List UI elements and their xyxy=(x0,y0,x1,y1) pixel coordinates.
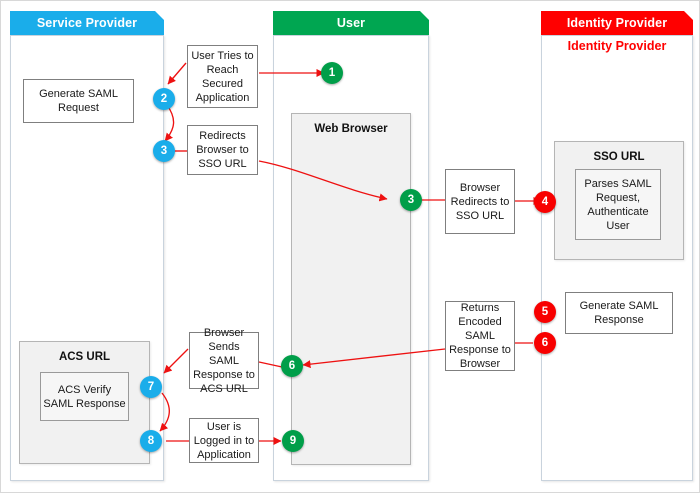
box-user-tries-to-reach: User Tries to Reach Secured Application xyxy=(187,45,258,108)
box-generate-saml-request: Generate SAML Request xyxy=(23,79,134,123)
lane-header-user: User xyxy=(273,11,429,35)
box-redirects-browser-to-sso: Redirects Browser to SSO URL xyxy=(187,125,258,175)
box-parses-saml-request: Parses SAML Request, Authenticate User xyxy=(575,169,661,240)
box-browser-sends-saml-response: Browser Sends SAML Response to ACS URL xyxy=(189,327,259,395)
step-3-user-badge: 3 xyxy=(400,189,422,211)
lane-header-identity-provider: Identity Provider xyxy=(541,11,693,35)
panel-web-browser: Web Browser xyxy=(291,113,411,465)
panel-title-acs-url: ACS URL xyxy=(58,351,111,363)
step-6-user-badge: 6 xyxy=(281,355,303,377)
fold-corner-icon xyxy=(155,11,164,20)
box-returns-encoded-saml-response: Returns Encoded SAML Response to Browser xyxy=(445,301,515,371)
identity-provider-sub-label: Identity Provider xyxy=(567,39,667,53)
step-9-badge: 9 xyxy=(282,430,304,452)
lane-title-user: User xyxy=(336,16,366,30)
step-3-sp-badge: 3 xyxy=(153,140,175,162)
fold-corner-icon xyxy=(420,11,429,20)
lane-title-identity-provider: Identity Provider xyxy=(566,16,668,30)
box-acs-verify-saml-response: ACS Verify SAML Response xyxy=(40,372,129,421)
step-8-badge: 8 xyxy=(140,430,162,452)
step-7-badge: 7 xyxy=(140,376,162,398)
step-6-idp-badge: 6 xyxy=(534,332,556,354)
step-1-badge: 1 xyxy=(321,62,343,84)
step-5-badge: 5 xyxy=(534,301,556,323)
step-2-badge: 2 xyxy=(153,88,175,110)
fold-corner-icon xyxy=(684,11,693,20)
box-user-is-logged-in: User is Logged in to Application xyxy=(189,418,259,463)
panel-title-web-browser: Web Browser xyxy=(314,123,388,135)
box-browser-redirects-to-sso: Browser Redirects to SSO URL xyxy=(445,169,515,234)
step-4-badge: 4 xyxy=(534,191,556,213)
panel-title-sso-url: SSO URL xyxy=(593,151,645,163)
box-generate-saml-response: Generate SAML Response xyxy=(565,292,673,334)
lane-title-service-provider: Service Provider xyxy=(36,16,138,30)
lane-header-service-provider: Service Provider xyxy=(10,11,164,35)
